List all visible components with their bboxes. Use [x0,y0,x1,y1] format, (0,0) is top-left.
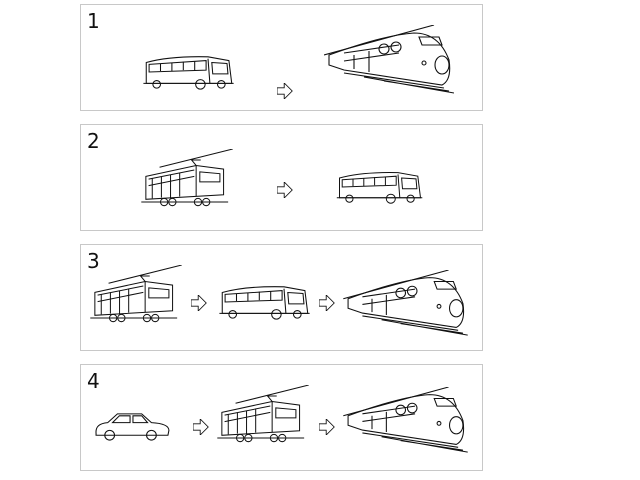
arrow-right-icon [193,419,209,435]
arrow-right-icon [277,83,293,99]
arrow-right-icon [319,295,335,311]
panel-4: 4 [80,364,483,471]
bullet-train-icon [324,25,454,95]
panel-3: 3 [80,244,483,351]
bus-icon [217,283,313,321]
bullet-train-icon [343,270,468,337]
arrow-right-icon [319,419,335,435]
panel-number: 3 [87,249,100,273]
tram-icon [216,385,310,449]
panel-number: 4 [87,369,100,393]
bus-icon [141,53,237,91]
arrow-right-icon [277,182,293,198]
arrow-right-icon [191,295,207,311]
car-icon [93,409,171,443]
tram-icon [141,149,233,213]
panel-number: 2 [87,129,100,153]
tram-icon [89,265,183,329]
panel-2: 2 [80,124,483,231]
bullet-train-icon [343,387,468,454]
panel-1: 1 [80,4,483,111]
bus-icon [334,169,426,205]
panel-number: 1 [87,9,100,33]
